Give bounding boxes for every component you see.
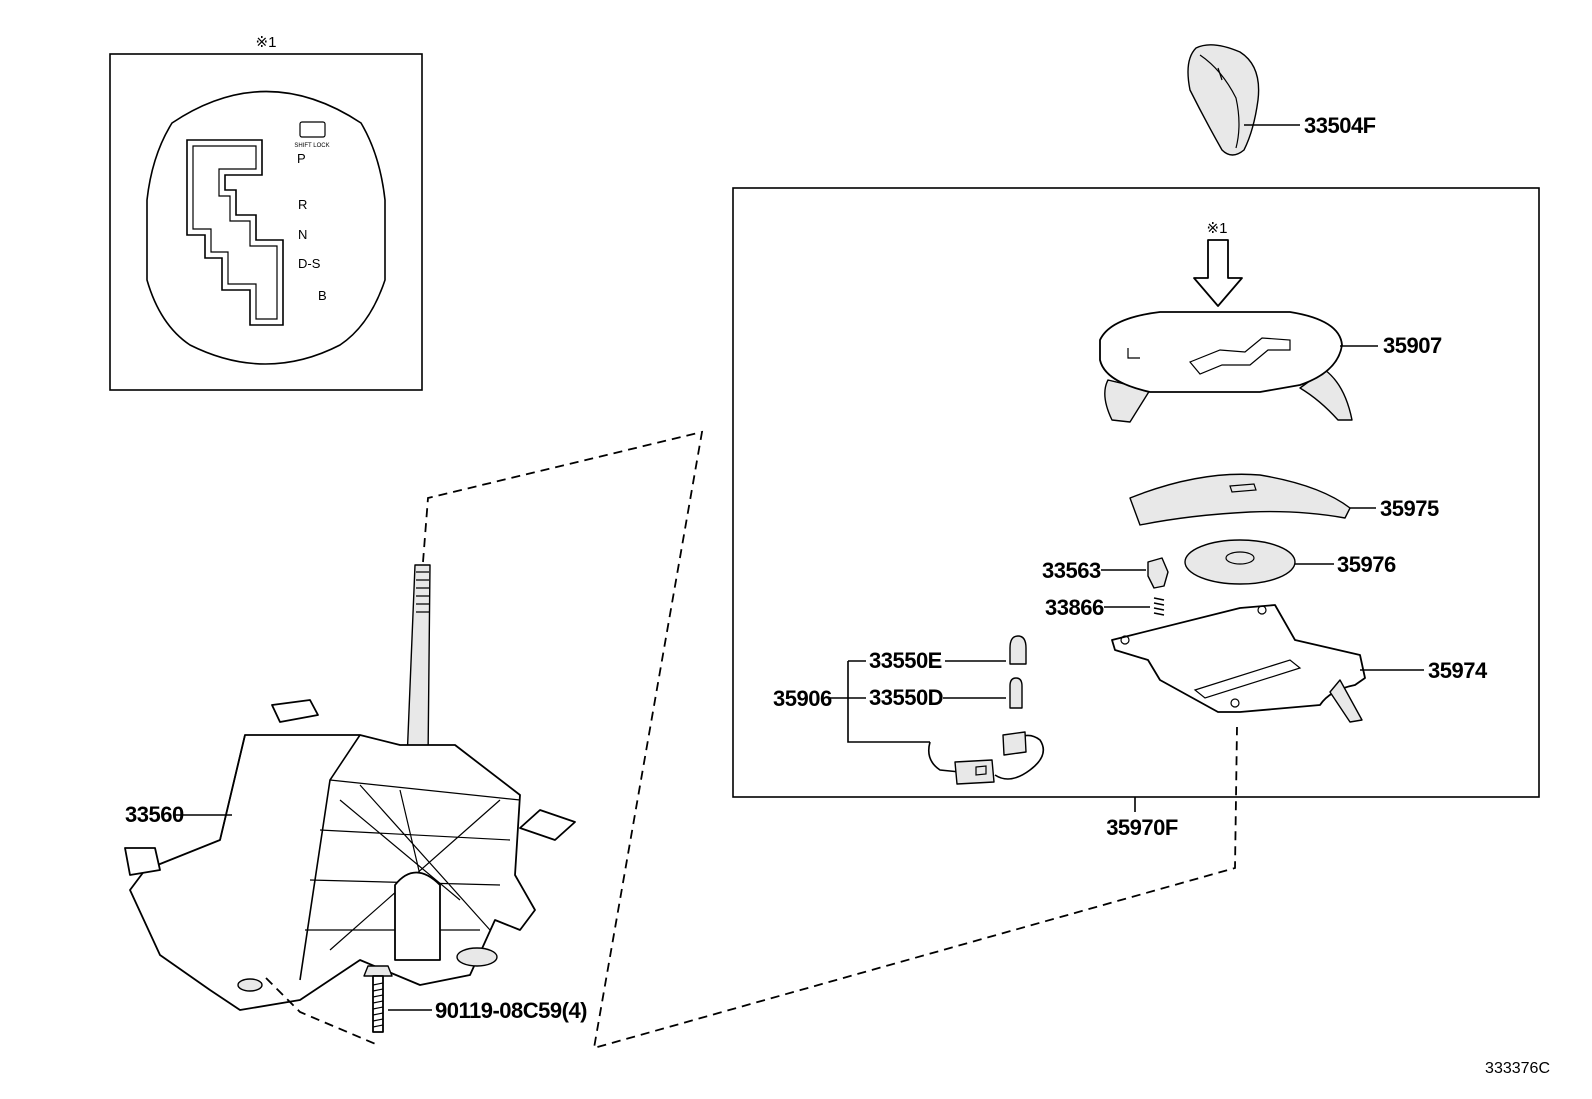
housing-cover-slot xyxy=(1193,659,1302,699)
label-33866: 33866 xyxy=(1045,595,1104,620)
housing-cover-part: 35974 xyxy=(1111,604,1488,723)
bolt-thread xyxy=(372,982,384,1028)
label-35970f: 35970F xyxy=(1106,815,1178,840)
bolt-head xyxy=(363,965,393,977)
diagram-id: 333376C xyxy=(1485,1060,1550,1077)
label-33560: 33560 xyxy=(125,802,184,827)
shift-lock-label: SHIFT LOCK xyxy=(294,143,329,149)
housing-cover-body xyxy=(1111,604,1366,713)
label-33504f: 33504F xyxy=(1304,113,1376,138)
rod-thread xyxy=(416,571,429,613)
plate-leg-right xyxy=(1299,369,1353,421)
wire-harness xyxy=(927,734,1045,780)
dashed-connector-main xyxy=(422,430,1238,1050)
shift-lock-button xyxy=(299,121,326,138)
dial-plate-hub xyxy=(1225,551,1255,565)
dial-plate-body xyxy=(1184,539,1296,585)
housing-hole-1 xyxy=(1120,635,1130,645)
label-90119: 90119-08C59(4) xyxy=(435,998,587,1023)
shift-knob-mark xyxy=(1217,67,1223,81)
housing-cover-leg xyxy=(1329,679,1363,723)
shift-lever-assy-part: 33560 xyxy=(124,564,576,1011)
socket xyxy=(1002,731,1027,756)
spring-coil xyxy=(1153,597,1165,616)
shift-rod xyxy=(406,564,431,761)
indicator-plate-outline xyxy=(146,90,386,365)
label-35907: 35907 xyxy=(1383,333,1442,358)
tab-right xyxy=(519,809,576,841)
pin-spring-part: 33563 33866 xyxy=(1042,557,1169,620)
dial-plate-part: 35976 xyxy=(1184,539,1396,585)
plate-mark xyxy=(1127,348,1140,359)
slide-cover-body xyxy=(1129,473,1351,526)
shift-knob-body xyxy=(1187,44,1260,156)
shift-gate-inset: ※1 SHIFT LOCK P R N D-S B xyxy=(109,34,423,391)
gear-b-label: B xyxy=(318,288,327,303)
label-35976: 35976 xyxy=(1337,552,1396,577)
gear-r-label: R xyxy=(298,197,307,212)
label-33550e: 33550E xyxy=(869,648,942,673)
indicator-plate-top xyxy=(1099,311,1343,393)
plate-gate-slot xyxy=(1189,337,1291,375)
shift-knob-edge xyxy=(1199,54,1240,149)
indicator-plate-part: 35907 xyxy=(1099,311,1442,423)
housing-hole-2 xyxy=(1257,605,1267,615)
bulb-e xyxy=(1009,635,1027,665)
shift-knob-part: 33504F xyxy=(1187,44,1376,156)
label-35975: 35975 xyxy=(1380,496,1439,521)
bolt-part: 90119-08C59(4) xyxy=(363,965,588,1033)
pin-body xyxy=(1147,557,1169,589)
bulb-d xyxy=(1009,677,1023,709)
gear-p-label: P xyxy=(297,151,306,166)
slide-cover-part: 35975 xyxy=(1129,473,1439,526)
housing-hole-3 xyxy=(1230,698,1240,708)
slide-cover-slot xyxy=(1229,483,1257,493)
dashed-connector-bolt xyxy=(265,977,379,1046)
inset-frame xyxy=(109,53,423,391)
shift-gate-outer xyxy=(186,139,284,326)
gear-n-label: N xyxy=(298,227,307,242)
wire-bracket xyxy=(830,660,930,743)
label-35906: 35906 xyxy=(773,686,832,711)
housing-arch xyxy=(394,871,441,961)
connector xyxy=(954,759,995,785)
kit-frame-box xyxy=(732,187,1540,798)
tab-top xyxy=(271,699,319,723)
gear-ds-label: D-S xyxy=(298,256,321,271)
box-note: ※1 xyxy=(1207,220,1228,237)
tab-left xyxy=(124,847,161,876)
view-arrow xyxy=(1193,239,1243,307)
connector-pin xyxy=(975,765,987,776)
shift-gate-inner xyxy=(192,145,278,320)
mount-boss xyxy=(456,947,498,967)
label-35974: 35974 xyxy=(1428,658,1488,683)
inset-note: ※1 xyxy=(256,34,277,51)
label-33563: 33563 xyxy=(1042,558,1101,583)
plate-leg-left xyxy=(1104,379,1151,423)
kit-frame: ※1 35970F xyxy=(732,187,1540,840)
mount-boss-2 xyxy=(237,978,263,992)
label-33550d: 33550D xyxy=(869,685,943,710)
wire-assy-part: 33550E 33550D 35906 xyxy=(773,635,1045,785)
